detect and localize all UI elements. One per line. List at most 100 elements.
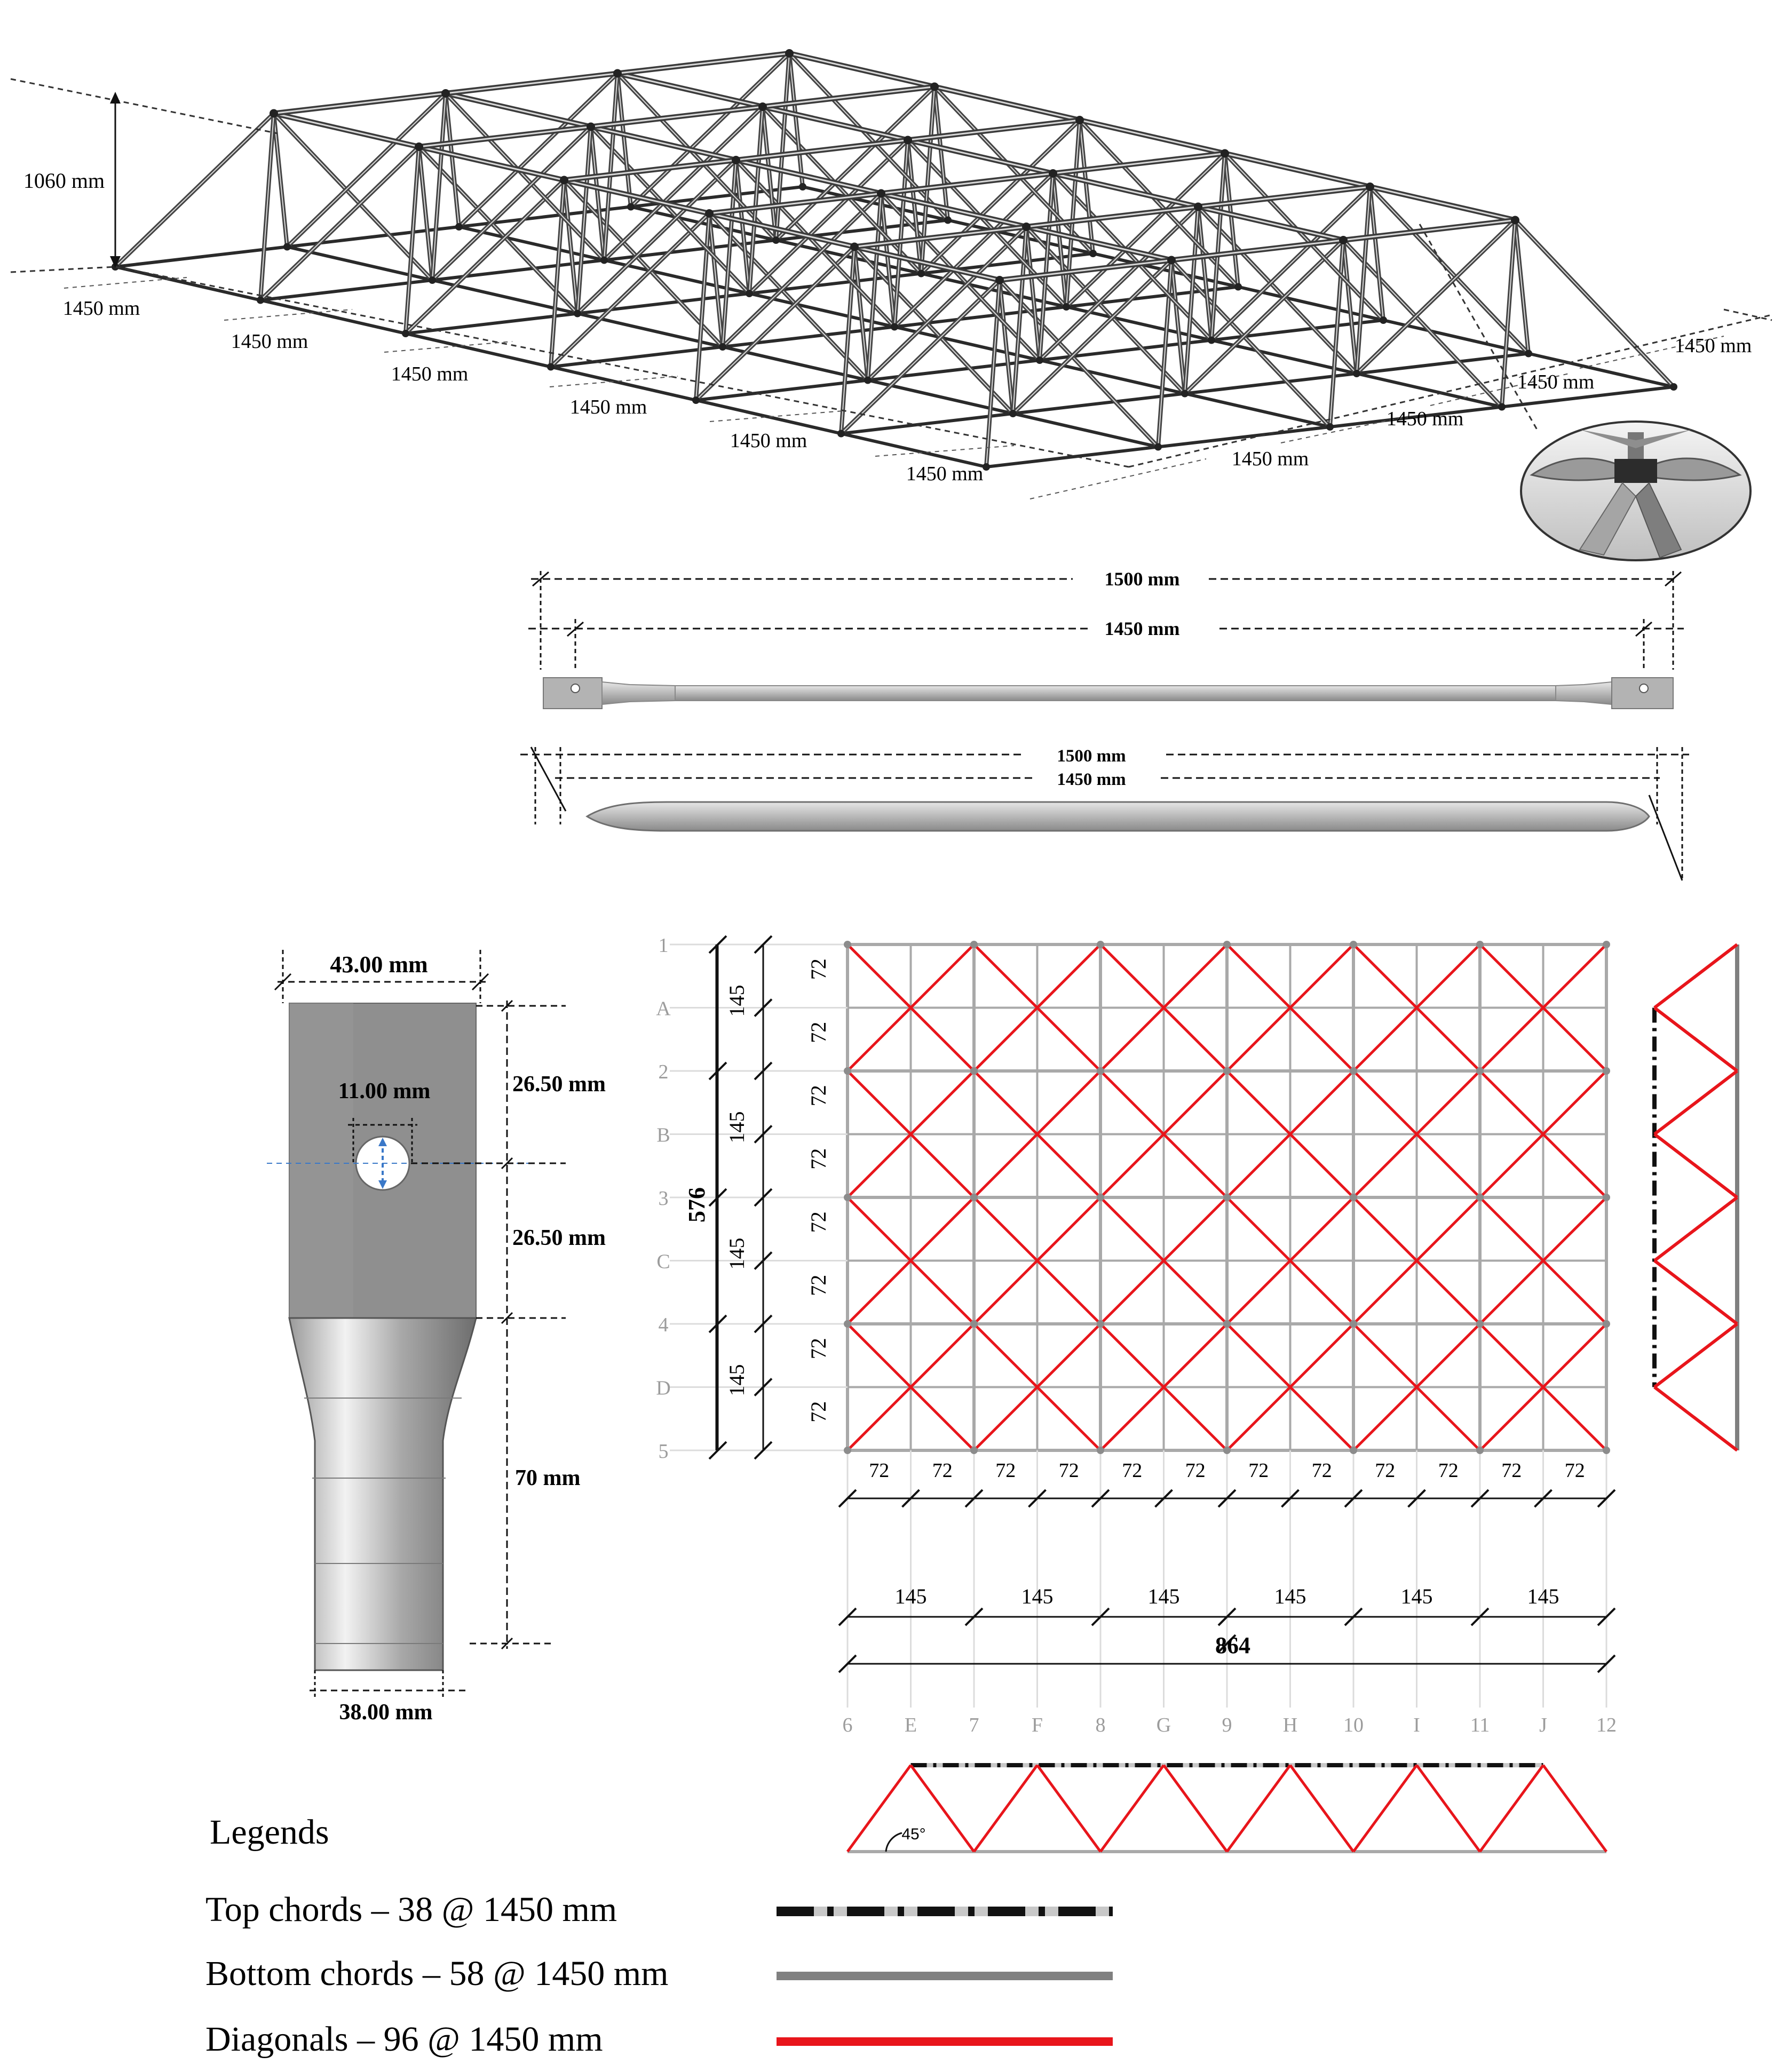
joint-detail-callout <box>1419 224 1752 561</box>
joint-node <box>772 236 780 244</box>
bottom-chord <box>1011 392 1186 415</box>
legend: Legends Top chords – 38 @ 1450 mm Bottom… <box>205 1813 1113 2059</box>
member-highlight <box>921 86 935 274</box>
member-highlight <box>1356 186 1371 374</box>
diagonal-member <box>1226 1070 1607 1451</box>
dimension-tick <box>964 1489 984 1508</box>
grid-node <box>1223 1194 1231 1201</box>
member-highlight <box>616 52 790 74</box>
member-highlight <box>273 113 420 148</box>
member-highlight <box>445 92 592 128</box>
plate-dimension-lines <box>274 950 566 1700</box>
joint-node <box>455 223 463 231</box>
row-dimension-label: 145 <box>725 985 749 1017</box>
column-dimension-label: 145 <box>1148 1584 1180 1608</box>
bottom-chord <box>1328 405 1503 428</box>
dim-label: 1450 mm <box>1232 448 1309 470</box>
column-dimension-label: 72 <box>1122 1459 1142 1482</box>
grid-node <box>970 1320 978 1328</box>
member-highlight <box>616 73 764 108</box>
column-dimension-label: 72 <box>1059 1459 1079 1482</box>
side-elevation <box>1652 943 1739 1452</box>
joint-node <box>917 269 925 277</box>
member-highlight <box>445 93 460 227</box>
member-highlight <box>1171 259 1330 427</box>
member-highlight <box>762 106 922 274</box>
row-dimension-label: 72 <box>806 1401 830 1423</box>
member-highlight <box>550 213 710 368</box>
grid-node <box>1603 1067 1610 1075</box>
joint-node <box>1498 403 1506 411</box>
member-highlight <box>867 226 1027 381</box>
column-label: 8 <box>1096 1714 1106 1736</box>
row-label: 5 <box>659 1440 669 1463</box>
row-label: C <box>656 1251 670 1273</box>
dim-label: 1450 mm <box>570 396 647 418</box>
bottom-chord <box>1527 352 1675 388</box>
short-side-labels: 1450 mm 1450 mm 1450 mm 1450 mm <box>1232 335 1752 470</box>
member-highlight <box>933 86 1081 121</box>
member-highlight <box>1197 186 1371 208</box>
dimension-tick <box>708 1188 727 1207</box>
column-label: F <box>1032 1714 1043 1736</box>
diagonal-member <box>972 1764 1039 1853</box>
member-highlight <box>853 226 1027 248</box>
column-dimension-label: 145 <box>1021 1584 1054 1608</box>
member-highlight <box>445 93 605 261</box>
member-highlight <box>867 193 882 381</box>
member-highlight <box>789 53 948 221</box>
grid-node <box>970 1194 978 1201</box>
member-highlight <box>1515 219 1529 354</box>
member-2-tube <box>585 801 1650 832</box>
row-label: 1 <box>659 934 669 957</box>
member-highlight <box>934 86 948 221</box>
member-highlight <box>550 179 565 368</box>
member-highlight <box>260 146 419 301</box>
joint-node <box>1670 383 1677 391</box>
joint-node <box>415 142 423 151</box>
dimension-tick <box>1217 1634 1237 1653</box>
bottom-chord <box>114 245 289 268</box>
dimension-tick <box>708 935 727 954</box>
bottom-chord <box>286 225 461 249</box>
diagonal-member <box>1289 1764 1355 1853</box>
member-highlight <box>762 106 909 141</box>
diagonal-member <box>1653 943 1738 1009</box>
row-label: B <box>656 1124 670 1147</box>
member-highlight <box>881 193 1040 361</box>
member-highlight <box>1052 173 1212 341</box>
dimension-tick <box>754 1441 773 1460</box>
grid-node <box>1097 1320 1104 1328</box>
diagonal-member <box>1653 1133 1738 1199</box>
row-dimension-label: 72 <box>806 1148 830 1170</box>
grid-node <box>1097 1194 1104 1201</box>
grid-node <box>1476 1067 1484 1075</box>
bottom-chord <box>1157 425 1332 449</box>
joint-node <box>257 296 264 304</box>
dimension-tick <box>1597 1489 1616 1508</box>
joint-node <box>600 256 608 264</box>
grid-node <box>970 941 978 948</box>
joint-node <box>944 216 952 224</box>
dim-label: 1450 mm <box>1517 371 1595 393</box>
joint-node <box>283 243 291 251</box>
diagonal-member <box>1653 1196 1738 1262</box>
bottom-chord <box>431 258 606 282</box>
joint-node <box>785 49 794 58</box>
column-dimension-label: 72 <box>932 1459 953 1482</box>
member-highlight <box>709 213 723 347</box>
legend-title: Legends <box>210 1813 329 1852</box>
member-highlight <box>854 246 1013 414</box>
grid-node <box>1476 1447 1484 1454</box>
member-highlight <box>722 160 736 347</box>
joint-node <box>891 323 898 331</box>
joint-node <box>864 376 872 384</box>
row-dimension-label: 145 <box>725 1238 749 1270</box>
dimension-tick <box>1091 1607 1110 1626</box>
dimension-tick <box>1028 1489 1047 1508</box>
neck-section-lines <box>304 1398 462 1644</box>
row-label: 2 <box>659 1061 669 1083</box>
grid-node <box>844 1447 851 1454</box>
